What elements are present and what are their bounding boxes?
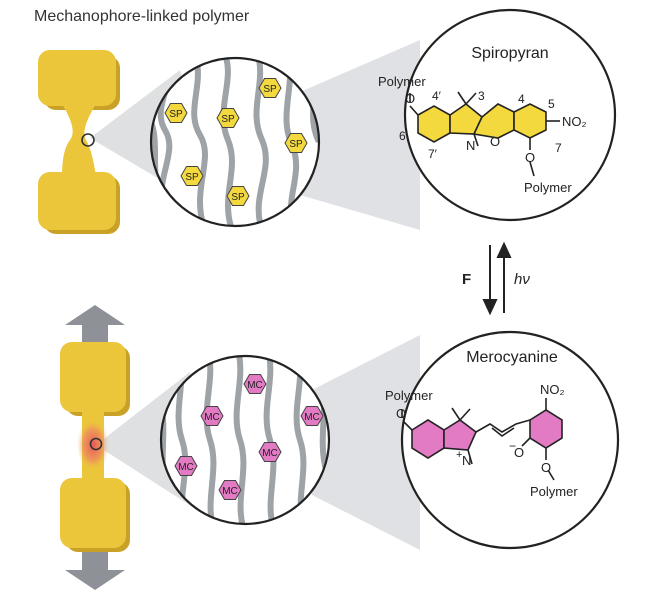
svg-text:SP: SP: [185, 172, 199, 183]
mc-phenolate-charge: −: [509, 439, 516, 453]
sp-atom-label: 5: [548, 97, 555, 111]
sp-atom-label: 3: [478, 89, 485, 103]
sp-badge: SP: [258, 78, 282, 98]
spiropyran-name: Spiropyran: [471, 45, 548, 62]
sp-oxygen-top: O: [405, 91, 415, 106]
sp-polymer-top: Polymer: [378, 74, 426, 89]
merocyanine-structure: [401, 398, 563, 481]
sp-atom-label: 6′: [399, 129, 409, 143]
svg-text:MC: MC: [304, 412, 320, 423]
mc-badge: MC: [258, 442, 282, 462]
force-label: F: [462, 271, 471, 288]
figure-title: Mechanophore-linked polymer: [34, 8, 250, 25]
sp-atom-label: 7: [555, 141, 562, 155]
strain-arrow-up: [65, 305, 125, 342]
sp-badges: SP SP SP SP SP SP: [164, 78, 308, 206]
mc-polymer-left: Polymer: [385, 388, 433, 403]
mc-nitrogen: N: [462, 453, 471, 468]
sp-atom-label: 4′: [432, 89, 442, 103]
specimen-probe-marker: [81, 133, 95, 147]
svg-text:MC: MC: [204, 412, 220, 423]
strain-glow: [77, 419, 109, 471]
svg-text:SP: SP: [221, 114, 235, 125]
svg-text:SP: SP: [263, 84, 277, 95]
sp-badge: SP: [180, 166, 204, 186]
spiropyran-structure: [409, 91, 560, 177]
specimen-probe-marker-strained: [89, 437, 103, 451]
sp-badge: SP: [216, 108, 240, 128]
mc-badge: MC: [218, 480, 242, 500]
sp-badge: SP: [164, 103, 188, 123]
equilibrium-arrows: [482, 241, 512, 316]
mc-nitro: NO₂: [540, 382, 565, 397]
mc-badges: MC MC MC MC MC MC: [174, 374, 324, 500]
mc-badge: MC: [300, 406, 324, 426]
strain-arrow-down: [65, 552, 125, 590]
sp-oxygen-bottom: O: [525, 150, 535, 165]
mc-badge: MC: [174, 456, 198, 476]
mc-oxygen-bottom: O: [541, 460, 551, 475]
svg-text:MC: MC: [247, 380, 263, 391]
svg-text:MC: MC: [178, 462, 194, 473]
mc-badge: MC: [243, 374, 267, 394]
mc-polymer-bottom: Polymer: [530, 484, 578, 499]
sp-badge: SP: [284, 133, 308, 153]
mc-oxygen-left: O: [396, 406, 406, 421]
spiropyran-panel: Spiropyran Polymer O 4′ 3 4 5 6′ 7′: [378, 8, 617, 222]
mc-badge: MC: [200, 406, 224, 426]
merocyanine-name: Merocyanine: [466, 349, 558, 366]
sp-atom-label: 7′: [428, 147, 438, 161]
specimen-strained: [60, 342, 130, 552]
sp-atom-label: 4: [518, 92, 525, 106]
sp-nitro: NO₂: [562, 114, 587, 129]
svg-text:SP: SP: [231, 192, 245, 203]
mc-nitrogen-charge: +: [456, 449, 462, 461]
sp-badge: SP: [226, 186, 250, 206]
sp-nitrogen: N: [466, 138, 475, 153]
svg-text:SP: SP: [289, 139, 303, 150]
merocyanine-panel: Merocyanine Polymer O + N NO₂ −: [385, 330, 620, 550]
sp-ring-oxygen: O: [490, 134, 500, 149]
svg-text:MC: MC: [262, 448, 278, 459]
svg-text:MC: MC: [222, 486, 238, 497]
svg-text:SP: SP: [169, 109, 183, 120]
specimen-unstrained: [38, 50, 120, 234]
mc-phenolate: O: [514, 445, 524, 460]
light-label: hν: [514, 271, 530, 288]
sp-polymer-bottom: Polymer: [524, 180, 572, 195]
polymer-network-mc: [159, 354, 331, 526]
